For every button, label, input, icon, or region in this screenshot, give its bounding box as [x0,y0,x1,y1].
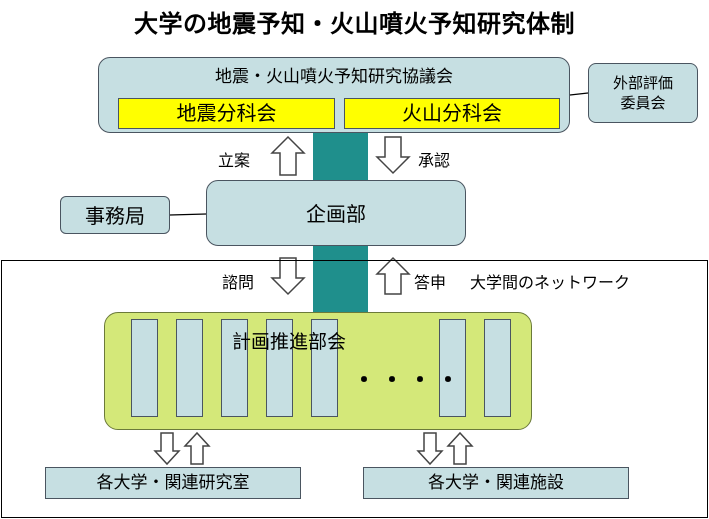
promotion-committee-label: 計画推進部会 [232,331,347,353]
external-evaluation-committee: 外部評価 委員会 [588,63,698,123]
down-arrow-left-lab-icon [153,432,181,466]
consultation-arrow-icon [270,257,306,296]
report-arrow-icon [375,256,411,295]
up-arrow-left-lab-icon [183,431,211,465]
member-bar-2 [176,319,203,417]
university-labs-box: 各大学・関連研究室 [45,467,301,499]
consultation-label: 諮問 [222,273,255,292]
diagram-title: 大学の地震予知・火山噴火予知研究体制 [134,10,575,38]
volcano-subcommittee: 火山分科会 [344,98,560,129]
connector-secretariat-planning [169,213,207,216]
member-bar-6 [439,319,466,417]
member-bar-1 [131,319,158,417]
network-column-lower [313,246,368,312]
university-facilities-box: 各大学・関連施設 [363,467,629,499]
network-column-upper [313,133,368,183]
connector-council-external [569,92,589,96]
earthquake-subcommittee: 地震分科会 [118,98,335,129]
member-bar-5 [311,319,338,417]
planning-department: 企画部 [206,180,466,246]
member-bar-3 [221,319,248,417]
proposal-label: 立案 [218,151,251,170]
external-committee-line2: 委員会 [620,94,666,112]
proposal-arrow-icon [270,135,306,176]
up-arrow-right-facility-icon [446,431,474,465]
university-network-frame [1,260,708,518]
approval-arrow-icon [375,136,411,175]
down-arrow-right-facility-icon [416,432,444,466]
ellipsis-dots: ・・・・ [352,366,464,394]
council-label: 地震・火山噴火予知研究協議会 [215,67,453,87]
network-label: 大学間のネットワーク [470,273,631,292]
report-label: 答申 [414,273,447,292]
external-committee-line1: 外部評価 [612,74,673,92]
secretariat: 事務局 [60,196,170,234]
member-bar-7 [484,319,511,417]
approval-label: 承認 [418,151,451,170]
member-bar-4 [266,319,293,417]
